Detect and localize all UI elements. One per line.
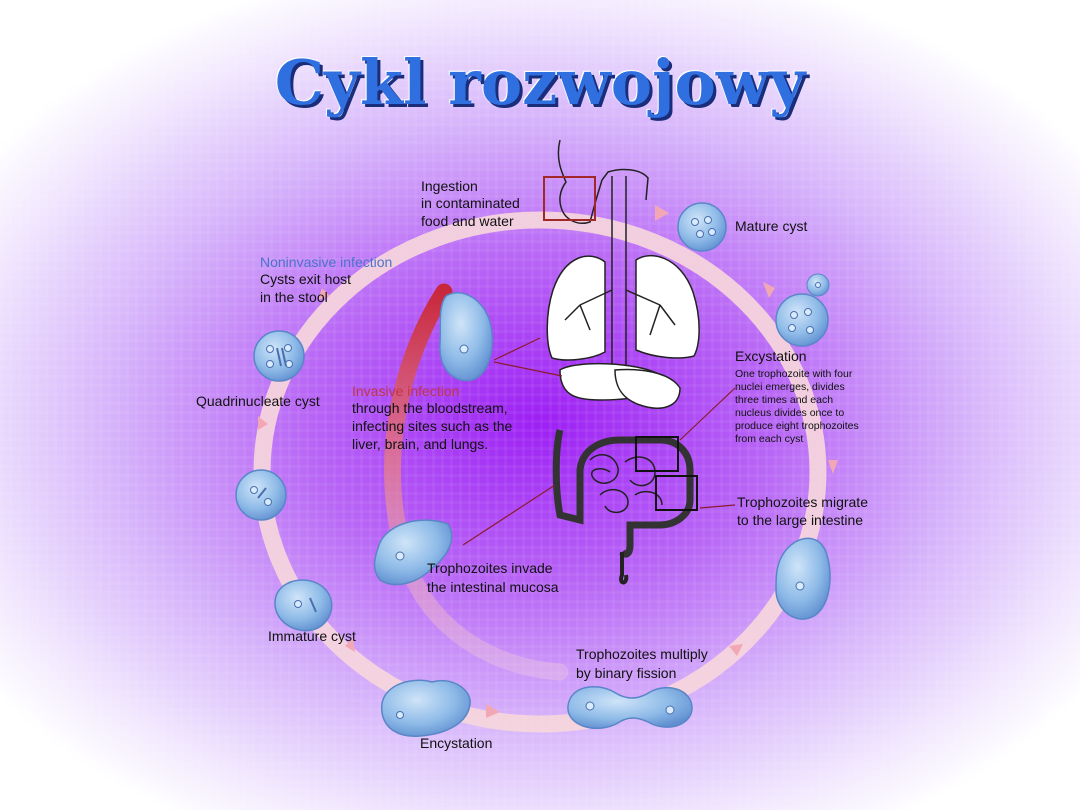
trophozoites-multiply-label: Trophozoites multiply by binary fission bbox=[576, 646, 712, 681]
human-anatomy-outline bbox=[546, 139, 700, 585]
encystation-label: Encystation bbox=[420, 735, 492, 751]
small-intestine bbox=[589, 453, 663, 514]
mouth-highlight-box bbox=[543, 176, 596, 221]
invading-trophozoite-cell bbox=[373, 519, 453, 586]
large-intestine-highlight-box bbox=[655, 475, 698, 511]
arrow-marker bbox=[828, 460, 838, 474]
invasive-infection-text: through the bloodstream, infecting sites… bbox=[352, 400, 516, 452]
arrow-marker bbox=[486, 704, 500, 718]
binary-fission-cell bbox=[567, 685, 693, 729]
small-intestine-highlight-box bbox=[635, 436, 679, 472]
ring-arrows bbox=[258, 205, 838, 718]
mature-cyst-label: Mature cyst bbox=[735, 218, 807, 234]
stomach bbox=[614, 368, 681, 409]
leader-line bbox=[493, 361, 563, 377]
leader-line bbox=[493, 337, 541, 361]
quadrinucleate-cyst-cell bbox=[253, 330, 305, 382]
encystation-cell bbox=[381, 679, 471, 737]
page-title: Cykl rozwojowy bbox=[274, 46, 806, 119]
excystation-description: One trophozoite with four nuclei emerges… bbox=[735, 368, 862, 445]
excystation-heading: Excystation bbox=[735, 348, 807, 364]
ingestion-label: Ingestion in contaminated food and water bbox=[421, 178, 524, 229]
trophozoites-migrate-label: Trophozoites migrate to the large intest… bbox=[737, 494, 872, 528]
noninvasive-infection-text: Cysts exit host in the stool bbox=[260, 271, 355, 305]
arrow-marker bbox=[345, 638, 355, 652]
arrow-marker bbox=[258, 416, 268, 430]
arrow-marker bbox=[729, 644, 743, 656]
arrow-marker bbox=[655, 205, 669, 221]
arrow-marker bbox=[763, 282, 775, 298]
esophagus bbox=[611, 176, 627, 370]
leader-line bbox=[679, 387, 736, 441]
rectum bbox=[619, 552, 629, 585]
trophozoites-invade-label: Trophozoites invade the intestinal mucos… bbox=[427, 560, 559, 595]
immature-cyst-label: Immature cyst bbox=[268, 628, 356, 644]
invasive-infection-heading: Invasive infection bbox=[352, 383, 459, 399]
leader-lines bbox=[462, 337, 736, 546]
arrow-marker bbox=[318, 288, 330, 300]
mature-cyst-cell bbox=[677, 202, 727, 252]
immature-cyst-cell bbox=[274, 579, 333, 632]
leader-line bbox=[699, 504, 736, 509]
head-outline bbox=[557, 139, 649, 224]
invasive-trophozoite-cell bbox=[439, 291, 493, 382]
noninvasive-infection-heading: Noninvasive infection bbox=[260, 254, 392, 270]
bronchi bbox=[564, 289, 676, 336]
excysting-cyst-cell bbox=[775, 273, 830, 347]
quadrinucleate-cyst-label: Quadrinucleate cyst bbox=[196, 393, 320, 409]
right-lung bbox=[635, 254, 700, 359]
migrating-trophozoite-cell bbox=[775, 537, 831, 620]
leader-line bbox=[462, 484, 556, 546]
binucleate-cyst-cell bbox=[235, 469, 287, 521]
